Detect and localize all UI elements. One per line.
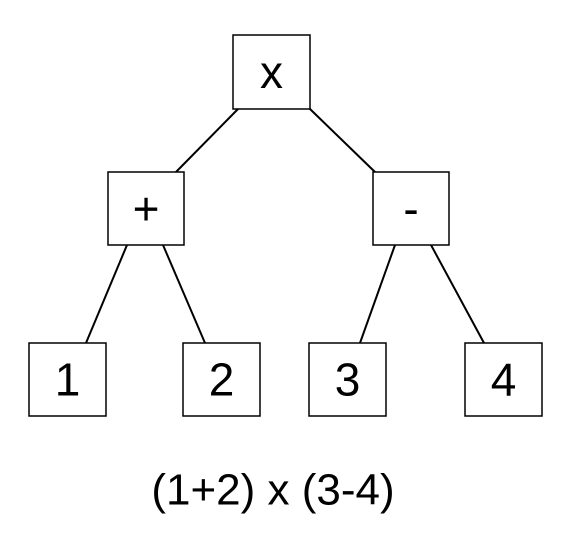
node-label-2: 2 [209, 354, 235, 406]
edge-minus-to-4 [430, 244, 485, 344]
node-label-1: 1 [55, 354, 81, 406]
tree-node-leaf-2: 2 [182, 342, 261, 417]
node-box [28, 342, 107, 417]
node-label-plus: + [133, 183, 160, 235]
expression-caption: (1+2) x (3-4) [151, 466, 394, 515]
node-label-multiply: x [260, 46, 283, 98]
edge-minus-to-3 [359, 244, 396, 344]
node-box [232, 34, 311, 110]
tree-node-plus: + [107, 171, 185, 246]
edge-plus-to-1 [85, 244, 128, 344]
tree-node-leaf-1: 1 [28, 342, 107, 417]
node-box [182, 342, 261, 417]
tree-node-minus: - [372, 171, 450, 246]
edge-plus-to-2 [162, 244, 206, 344]
node-box [464, 342, 543, 417]
node-box [308, 342, 387, 417]
node-label-3: 3 [335, 354, 361, 406]
tree-node-leaf-4: 4 [464, 342, 543, 417]
node-box [107, 171, 185, 246]
edge-root-to-plus [175, 108, 239, 173]
node-label-minus: - [403, 183, 418, 235]
node-box [372, 171, 450, 246]
node-label-4: 4 [491, 354, 517, 406]
tree-node-leaf-3: 3 [308, 342, 387, 417]
edge-root-to-minus [309, 108, 376, 173]
tree-node-root: x [232, 34, 311, 110]
tree-edges [85, 108, 485, 344]
